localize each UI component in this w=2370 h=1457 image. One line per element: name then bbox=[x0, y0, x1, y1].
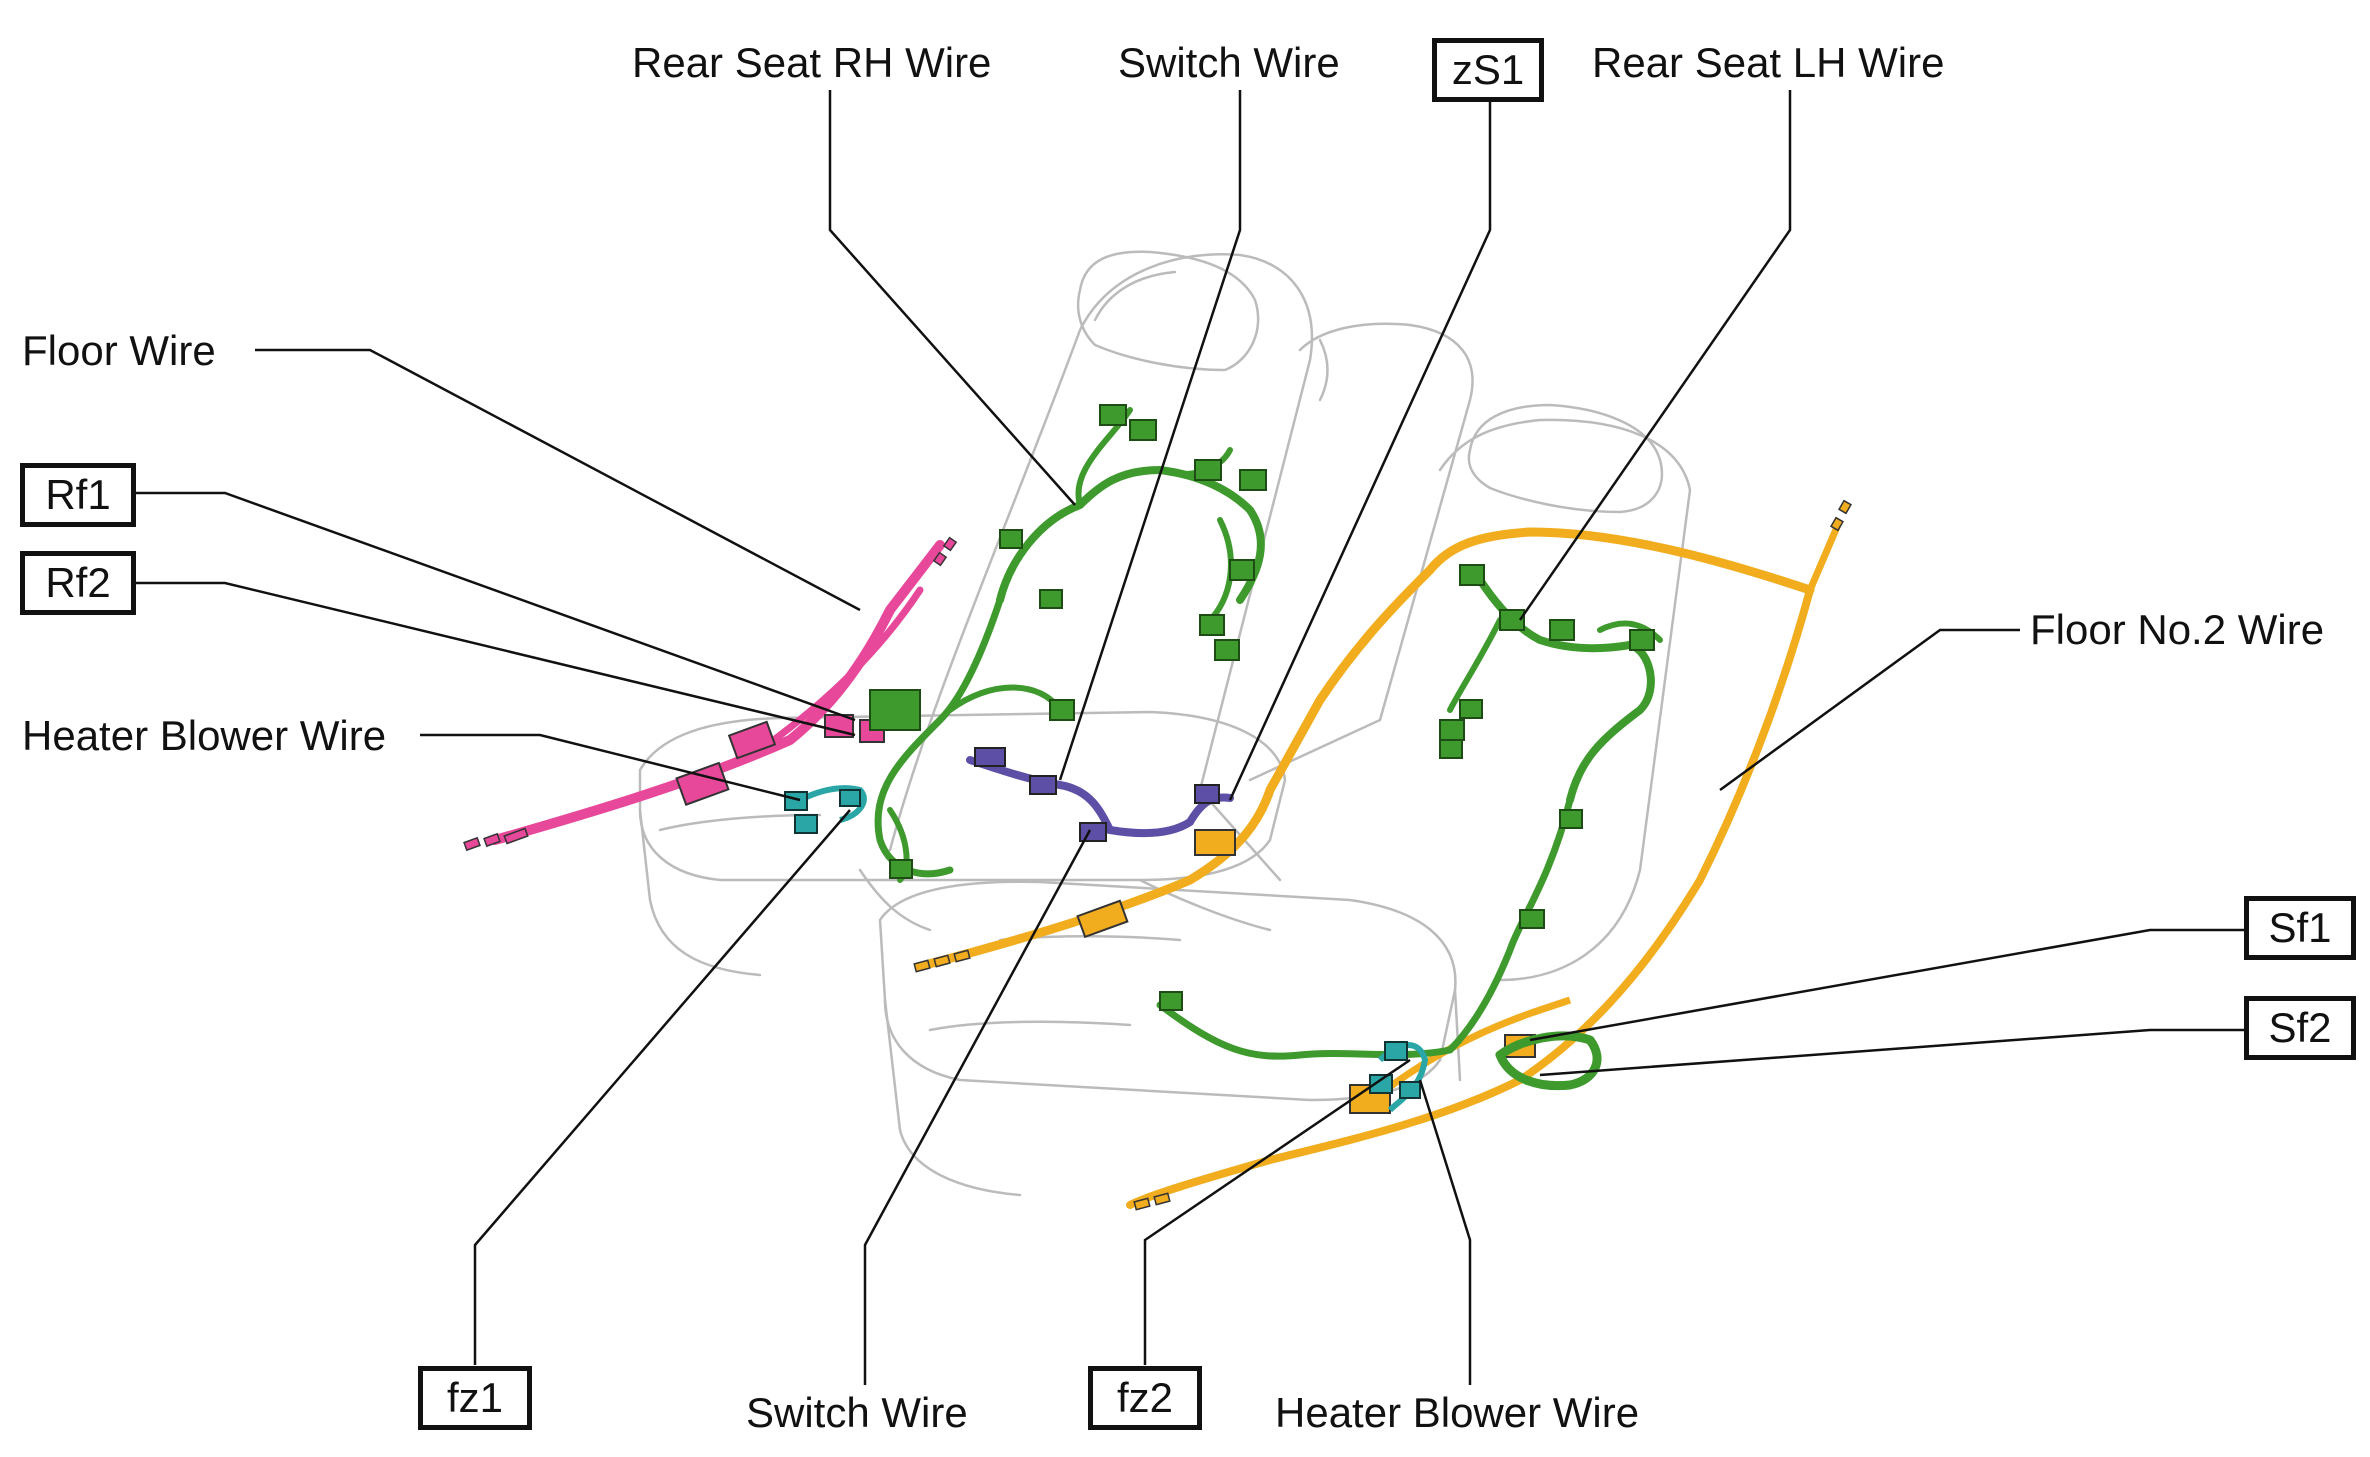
label-rear-seat-rh-wire: Rear Seat RH Wire bbox=[632, 39, 992, 86]
label-heater-blower-wire-bottom: Heater Blower Wire bbox=[1275, 1389, 1640, 1436]
switch-wire-harness bbox=[966, 747, 1234, 842]
code-zS1: zS1 bbox=[1432, 38, 1544, 102]
leader-floor-no2-wire bbox=[1719, 628, 2020, 792]
leader-Sf2 bbox=[1539, 1028, 2245, 1077]
label-heater-blower-wire-left: Heater Blower Wire bbox=[22, 712, 387, 759]
leader-rear-seat-rh-wire bbox=[828, 90, 1076, 506]
heater-blower-wire-harness bbox=[784, 785, 1429, 1113]
label-floor-wire: Floor Wire bbox=[22, 327, 216, 374]
leader-fz2 bbox=[1143, 1058, 1411, 1365]
leader-switch-wire-top bbox=[1058, 90, 1242, 781]
label-switch-wire-bottom: Switch Wire bbox=[746, 1389, 968, 1436]
code-Sf2: Sf2 bbox=[2244, 996, 2356, 1060]
code-fz1: fz1 bbox=[418, 1366, 532, 1430]
label-floor-no2-wire: Floor No.2 Wire bbox=[2030, 606, 2325, 653]
leader-zS1 bbox=[1228, 100, 1492, 801]
leader-floor-wire bbox=[255, 348, 861, 612]
leader-lines bbox=[135, 90, 2245, 1385]
code-Sf1: Sf1 bbox=[2244, 896, 2356, 960]
leader-heater-blower-wire-left bbox=[420, 733, 801, 802]
leader-heater-blower-wire-bottom bbox=[1418, 1079, 1472, 1385]
leader-Rf2 bbox=[135, 581, 856, 737]
code-Rf2: Rf2 bbox=[20, 551, 136, 615]
leader-Rf1 bbox=[135, 491, 856, 722]
seat-wire-connectors bbox=[869, 404, 1655, 1011]
leader-switch-wire-bottom bbox=[863, 829, 1092, 1385]
label-switch-wire-top: Switch Wire bbox=[1118, 39, 1340, 86]
leader-fz1 bbox=[473, 809, 851, 1365]
leader-rear-seat-lh-wire bbox=[1518, 90, 1792, 621]
floor-wire-harness bbox=[463, 536, 958, 852]
label-rear-seat-lh-wire: Rear Seat LH Wire bbox=[1592, 39, 1945, 86]
code-Rf1: Rf1 bbox=[20, 463, 136, 527]
leader-Sf1 bbox=[1529, 928, 2245, 1042]
code-fz2: fz2 bbox=[1088, 1366, 1202, 1430]
